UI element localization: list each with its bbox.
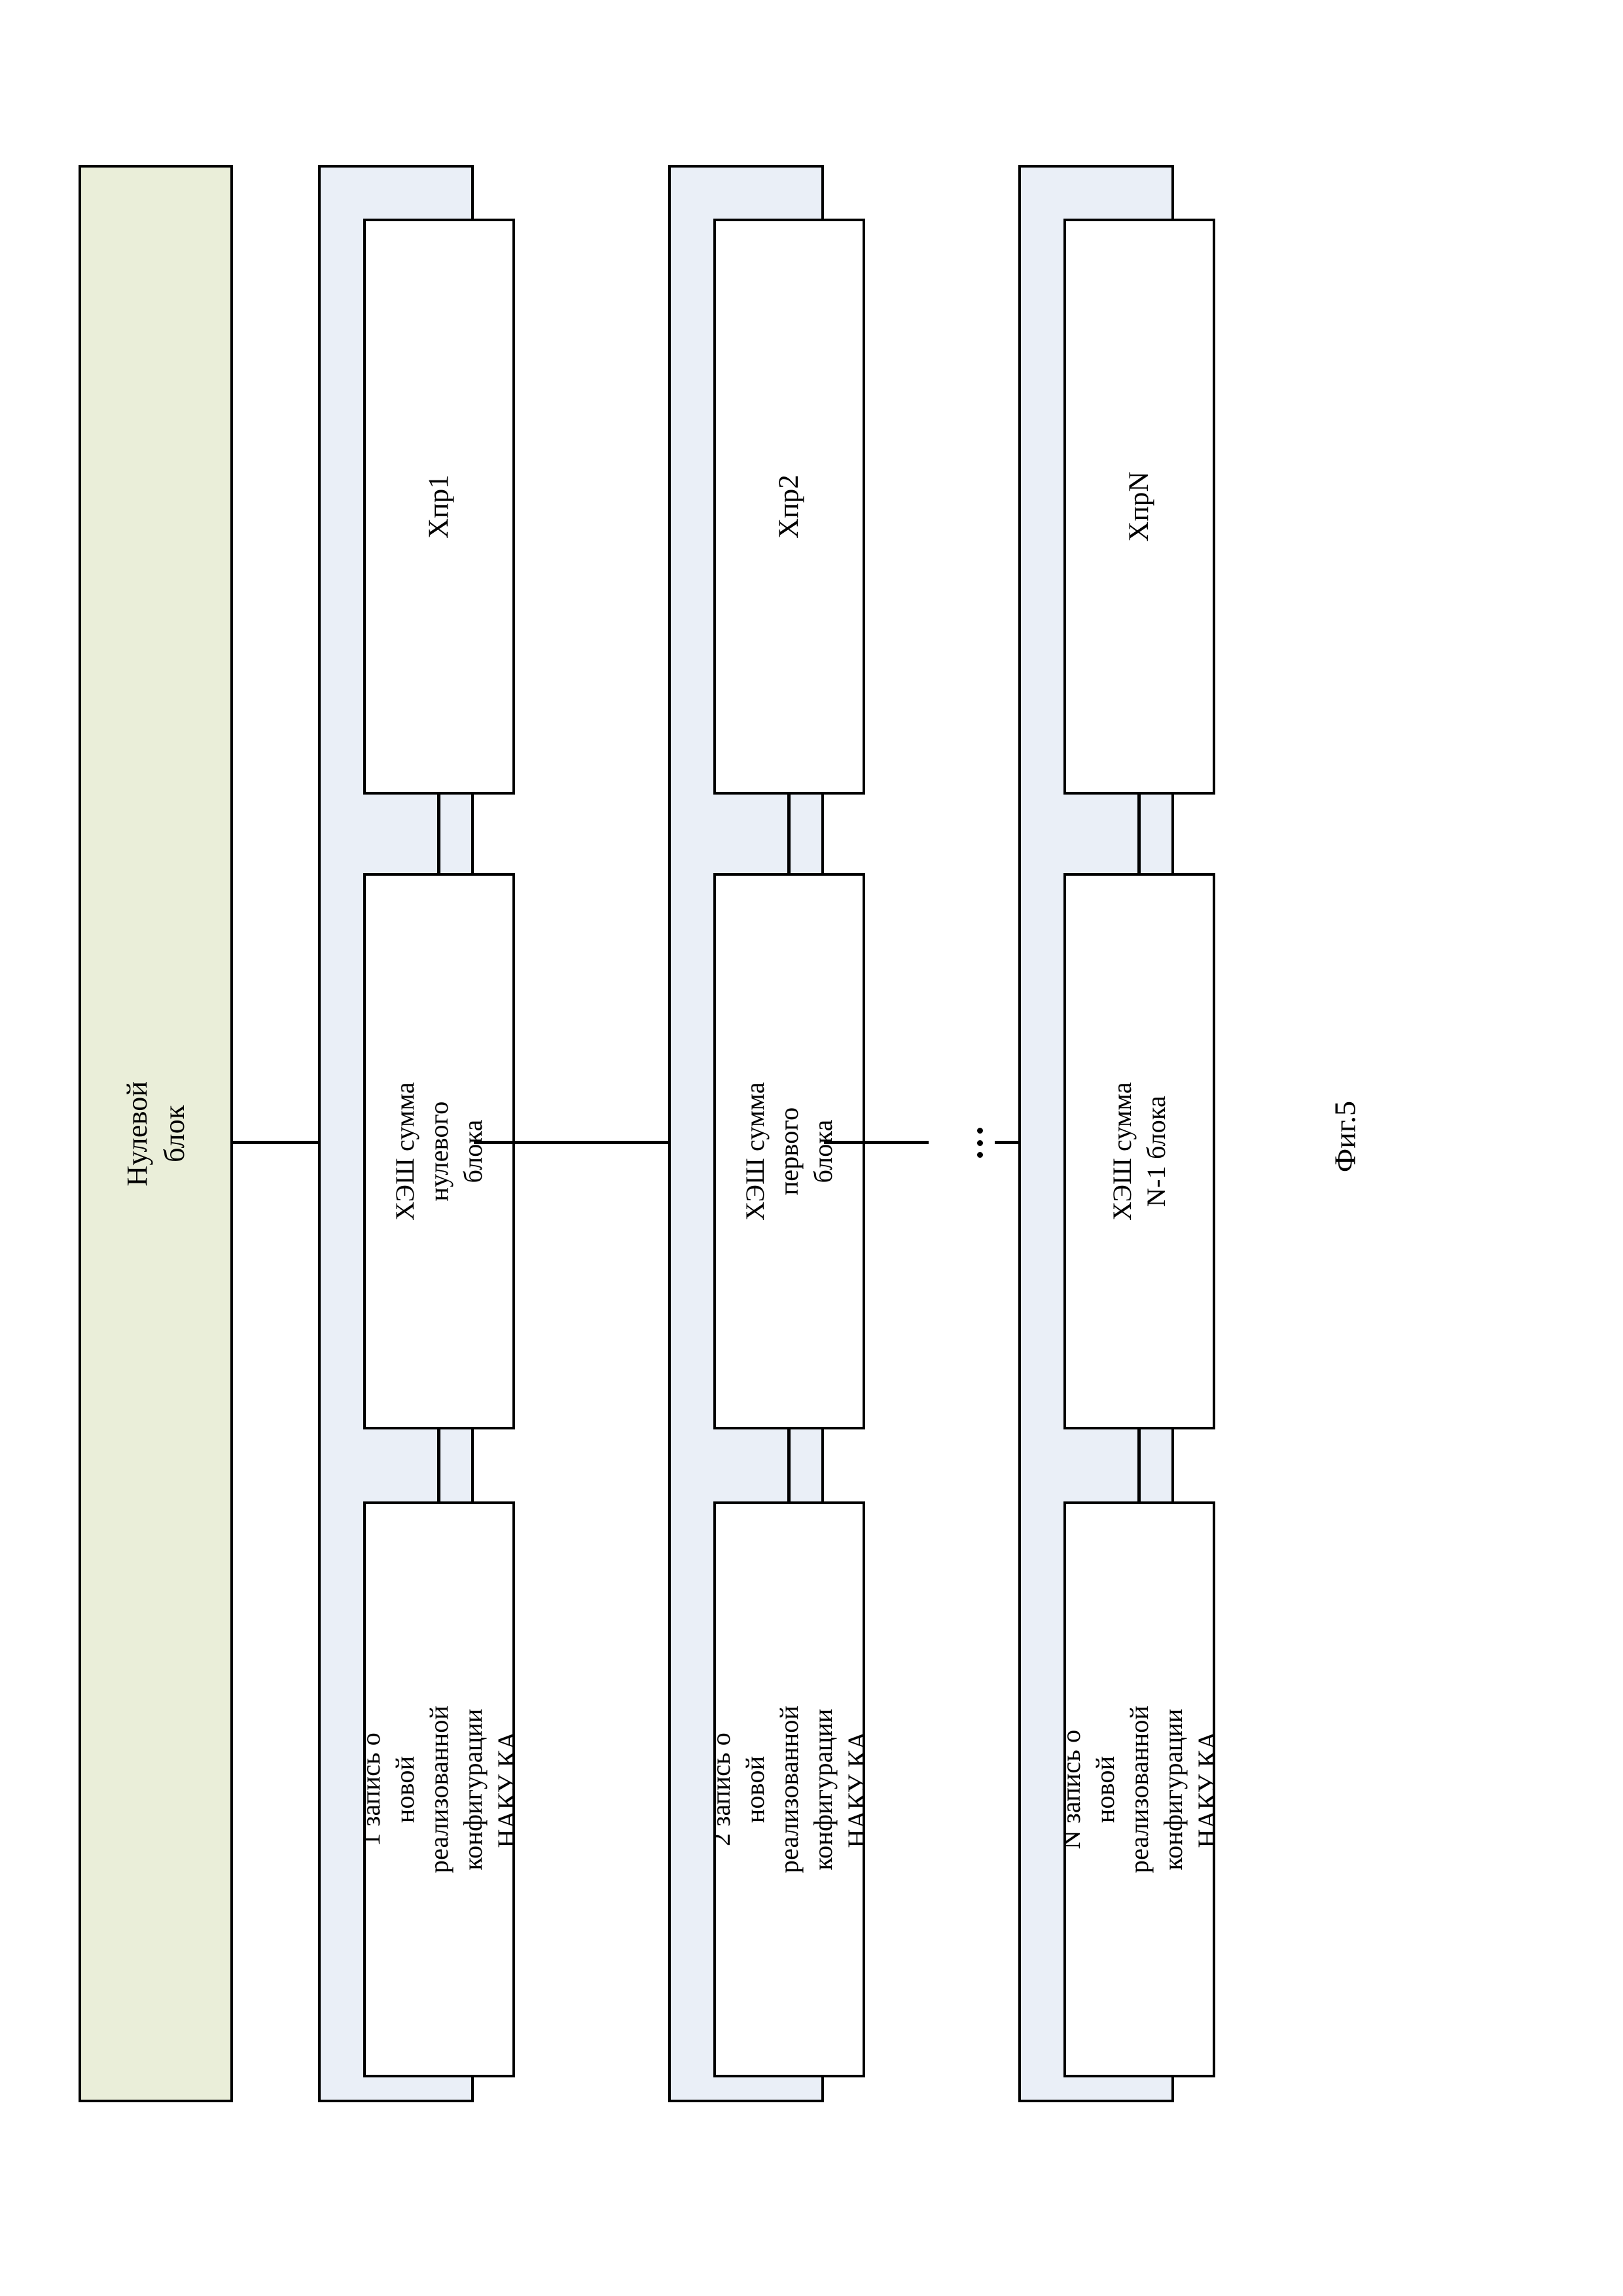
block-n-record-box: N запись о новой реализованной конфигура… bbox=[1063, 1501, 1215, 2077]
block-n-hash-sum-box: ХЭШ сумма N-1 блока bbox=[1063, 873, 1215, 1429]
block-n-hash-pointer-label: ХпрN bbox=[1124, 471, 1155, 542]
block-n-record-label: N запись о новой реализованной конфигура… bbox=[1063, 1705, 1215, 1874]
connector-block-2-pointer-to-hash bbox=[787, 795, 791, 873]
block-1-hash-sum-label: ХЭШ сумма нулевого блока bbox=[390, 1082, 488, 1221]
block-2-hash-pointer-box: Хпр2 bbox=[713, 219, 865, 795]
block-1-hash-sum-box: ХЭШ сумма нулевого блока bbox=[363, 873, 515, 1429]
connector-block-n-pointer-to-hash bbox=[1137, 795, 1141, 873]
figure-caption: Фиг.5 bbox=[1328, 1100, 1362, 1173]
genesis-block-label: Нулевой блок bbox=[120, 1081, 190, 1187]
block-2-record-box: 2 запись о новой реализованной конфигура… bbox=[713, 1501, 865, 2077]
ellipsis-dot-1 bbox=[976, 1128, 983, 1134]
connector-block-1-to-block-2 bbox=[474, 1141, 669, 1144]
block-n-hash-sum-label: ХЭШ сумма N-1 блока bbox=[1107, 1082, 1171, 1221]
block-n-hash-pointer-box: ХпрN bbox=[1063, 219, 1215, 795]
block-1-hash-pointer-label: Хпр1 bbox=[423, 475, 455, 539]
block-2-hash-sum-box: ХЭШ сумма первого блока bbox=[713, 873, 865, 1429]
genesis-block-container: Нулевой блок bbox=[79, 165, 233, 2102]
connector-block-1-hash-to-record bbox=[437, 1429, 440, 1501]
block-1-record-box: 1 запись о новой реализованной конфигура… bbox=[363, 1501, 515, 2077]
connector-genesis-to-block-1 bbox=[233, 1141, 318, 1144]
ellipsis-dot-2 bbox=[976, 1139, 983, 1146]
connector-block-2-hash-to-record bbox=[787, 1429, 791, 1501]
block-2-hash-pointer-label: Хпр2 bbox=[774, 475, 805, 539]
block-1-hash-pointer-box: Хпр1 bbox=[363, 219, 515, 795]
connector-block-1-pointer-to-hash bbox=[437, 795, 440, 873]
block-1-record-label: 1 запись о новой реализованной конфигура… bbox=[363, 1705, 515, 1874]
connector-block-n-hash-to-record bbox=[1137, 1429, 1141, 1501]
block-2-hash-sum-label: ХЭШ сумма первого блока bbox=[740, 1082, 838, 1221]
block-2-record-label: 2 запись о новой реализованной конфигура… bbox=[713, 1705, 865, 1874]
connector-ellipsis-to-block-n bbox=[995, 1141, 1020, 1144]
continuation-ellipsis bbox=[975, 1128, 984, 1158]
connector-block-2-to-ellipsis bbox=[824, 1141, 929, 1144]
ellipsis-dot-3 bbox=[976, 1152, 983, 1158]
